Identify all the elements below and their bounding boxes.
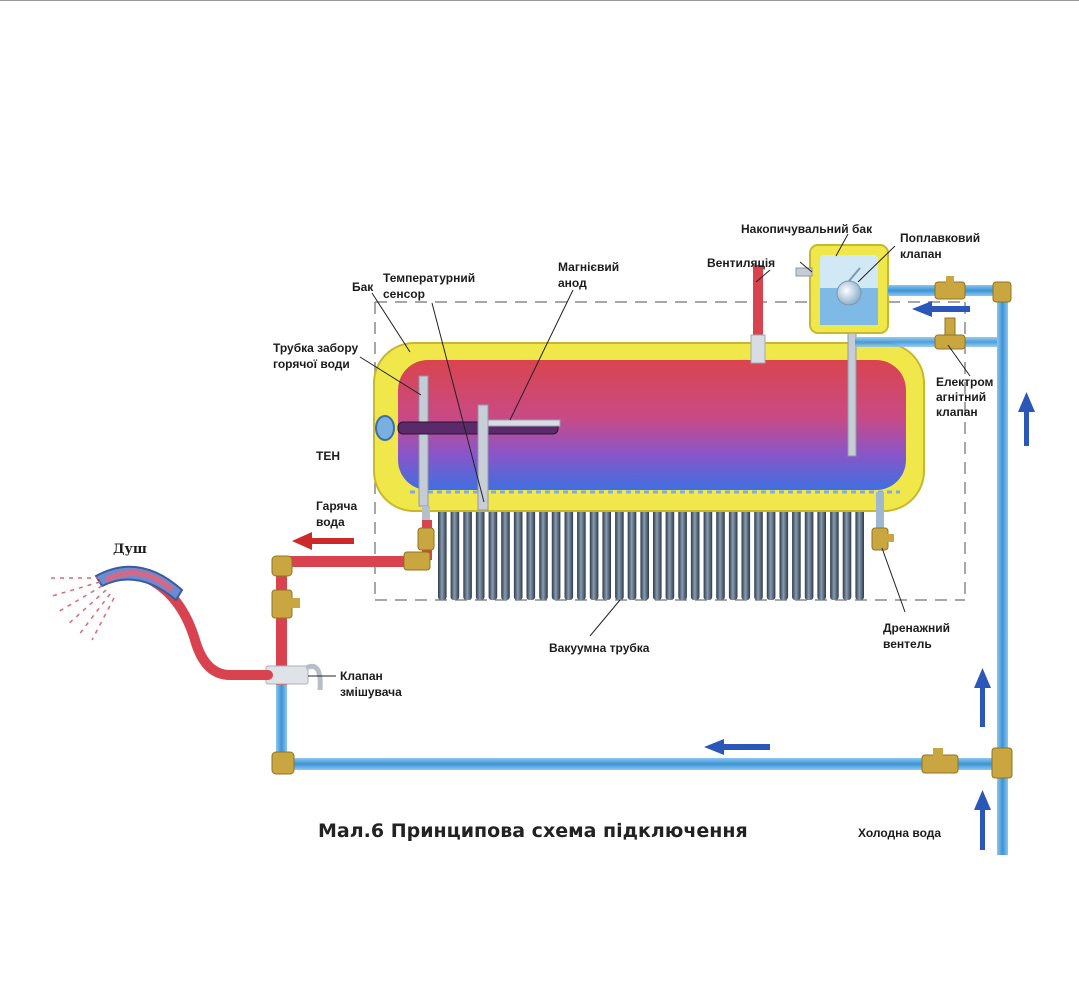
shower-head	[94, 565, 184, 602]
shower-hose	[135, 570, 273, 680]
vacuum-tube	[703, 505, 713, 600]
spray-line	[57, 585, 103, 613]
label-magnesium-anode-line1: Магнієвий	[558, 260, 619, 274]
vacuum-tube	[539, 505, 548, 600]
vacuum-tube	[602, 505, 611, 600]
label-drain-valve-line1: Дренажний	[883, 621, 950, 635]
vacuum-tube	[589, 505, 599, 600]
vacuum-tube	[678, 505, 687, 600]
cold-flow-arrow-up-2	[974, 668, 991, 727]
vacuum-tube	[488, 505, 498, 600]
label-mixing-valve-line1: Клапан	[340, 669, 383, 683]
vacuum-tube	[804, 505, 814, 600]
mixing-valve	[265, 663, 323, 691]
vacuum-tubes-group	[438, 505, 864, 600]
label-hot-intake-line2: горячої води	[273, 357, 350, 371]
vacuum-tube	[450, 505, 460, 600]
vacuum-tube	[653, 505, 662, 600]
vacuum-tube	[438, 505, 447, 600]
spray-line	[51, 581, 101, 597]
vacuum-tube	[615, 505, 624, 600]
vacuum-tube	[526, 505, 536, 600]
vacuum-tube	[817, 505, 826, 600]
label-magnesium-anode-line2: анод	[558, 276, 587, 290]
label-drain-valve-line2: вентель	[883, 637, 932, 651]
vacuum-tube	[463, 505, 472, 600]
label-mixing-valve-line2: змішувача	[340, 685, 402, 699]
top-border-line	[0, 0, 1079, 1]
label-temp-sensor-line1: Температурний	[383, 271, 475, 285]
vacuum-tube	[665, 505, 675, 600]
label-tank: Бак	[352, 280, 374, 294]
label-hot-water-line2: вода	[316, 515, 345, 529]
hot-water-pipe	[271, 520, 435, 685]
vacuum-tube	[475, 505, 485, 600]
vacuum-tube	[513, 505, 523, 600]
label-shower: Душ	[113, 542, 147, 557]
label-cold-water: Холодна вода	[858, 826, 942, 840]
vacuum-tube	[627, 505, 637, 600]
cold-flow-arrow-up-3	[974, 790, 991, 850]
figure-caption: Мал.6 Принципова схема підключення	[318, 820, 748, 842]
vacuum-tube	[842, 505, 852, 600]
cold-flow-arrow-up-1	[1018, 392, 1035, 446]
cold-flow-arrow-top	[912, 301, 970, 317]
label-heater: ТЕН	[316, 449, 340, 463]
cold-flow-arrow-bottom	[704, 739, 770, 755]
vacuum-tube	[792, 505, 801, 600]
water-tank	[373, 342, 925, 512]
ventilation-pipe	[750, 265, 766, 364]
vacuum-tube	[830, 505, 839, 600]
label-ventilation: Вентиляція	[707, 256, 775, 270]
vacuum-tube	[754, 505, 763, 600]
spray-line	[91, 597, 115, 641]
label-storage-tank: Накопичувальний бак	[741, 222, 873, 236]
leader-lines	[308, 233, 971, 677]
label-vacuum-tube: Вакуумна трубка	[549, 641, 650, 655]
label-electromagnetic-valve-line1: Електром	[936, 375, 994, 389]
vacuum-tube	[741, 505, 751, 600]
label-temp-sensor-line2: сенсор	[383, 287, 425, 301]
vacuum-tube	[855, 505, 864, 600]
vacuum-tube	[640, 505, 649, 600]
storage-tank	[795, 244, 889, 334]
label-hot-water-line1: Гаряча	[316, 499, 357, 513]
vacuum-tube	[564, 505, 574, 600]
vacuum-tube	[501, 505, 510, 600]
brass-fittings	[271, 276, 1013, 779]
vacuum-tube	[690, 505, 700, 600]
shower-spray	[50, 577, 115, 641]
temperature-sensor	[477, 404, 561, 511]
label-electromagnetic-valve-line2: агнітний	[936, 390, 986, 404]
vacuum-tube	[577, 505, 586, 600]
label-electromagnetic-valve-line3: клапан	[936, 405, 978, 419]
vacuum-tube	[716, 505, 725, 600]
vacuum-tube	[766, 505, 776, 600]
label-float-valve-line2: клапан	[900, 247, 942, 261]
float-pipe	[847, 327, 857, 457]
drain-valve	[871, 492, 894, 551]
vacuum-tube	[551, 505, 561, 600]
label-float-valve-line1: Поплавковий	[900, 231, 980, 245]
vacuum-tube	[779, 505, 789, 600]
label-hot-intake-line1: Трубка забору	[273, 341, 359, 355]
hot-flow-arrow	[292, 532, 354, 550]
vacuum-tube	[728, 505, 738, 600]
